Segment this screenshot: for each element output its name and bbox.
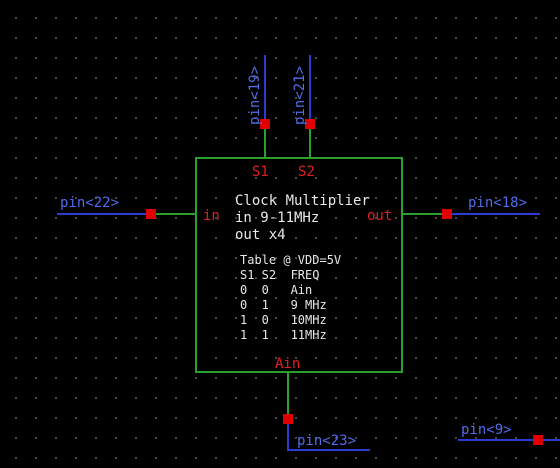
table-row: 1 1 11MHz — [240, 328, 327, 342]
pin-label-in: in — [203, 208, 220, 224]
pin-square-s2[interactable] — [305, 119, 315, 129]
symbol-pin-labels: S1 S2 in out Ain — [203, 164, 392, 372]
table-title: Table @ VDD=5V — [240, 253, 341, 267]
table-row: 0 1 9 MHz — [240, 298, 327, 312]
pin-label-s2: S2 — [298, 164, 315, 180]
table-header: S1 S2 FREQ — [240, 268, 319, 282]
table-row: 0 0 Ain — [240, 283, 312, 297]
net-label-pin23[interactable]: pin<23> — [297, 433, 356, 449]
pin-square-ain[interactable] — [283, 414, 293, 424]
title-line-2: in 9-11MHz — [235, 210, 319, 226]
pin-connectors — [146, 119, 543, 445]
pin-square-pin9[interactable] — [533, 435, 543, 445]
net-label-pin9[interactable]: pin<9> — [461, 422, 512, 438]
title-line-3: out x4 — [235, 227, 286, 243]
pin-label-s1: S1 — [252, 164, 269, 180]
pin-square-in[interactable] — [146, 209, 156, 219]
pin-label-ain: Ain — [275, 356, 300, 372]
net-label-pin21[interactable]: pin<21> — [292, 66, 308, 125]
symbol-body[interactable] — [195, 157, 403, 373]
net-label-pin22[interactable]: pin<22> — [60, 195, 119, 211]
net-label-pin18[interactable]: pin<18> — [468, 195, 527, 211]
pin-square-out[interactable] — [442, 209, 452, 219]
clock-multiplier-symbol[interactable] — [151, 124, 447, 419]
symbol-description: Clock Multiplier in 9-11MHz out x4 Table… — [235, 193, 370, 342]
title-line-1: Clock Multiplier — [235, 193, 370, 209]
table-row: 1 0 10MHz — [240, 313, 327, 327]
pin-label-out: out — [367, 208, 392, 224]
pin-square-s1[interactable] — [260, 119, 270, 129]
net-label-pin19[interactable]: pin<19> — [247, 66, 263, 125]
net-labels: pin<19> pin<21> pin<22> pin<18> pin<23> … — [60, 66, 527, 449]
